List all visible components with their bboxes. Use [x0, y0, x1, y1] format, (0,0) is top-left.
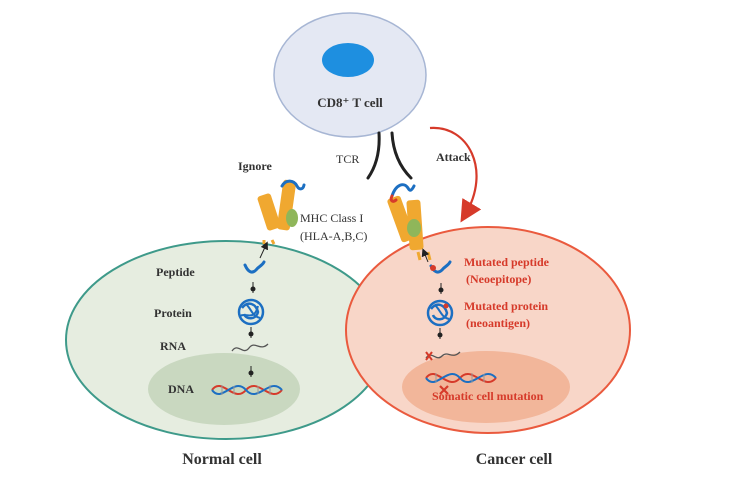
neoepitope-label: (Neoepitope): [466, 272, 531, 286]
normal-arrow-peptide-to-mhc: [259, 241, 268, 259]
somatic-mutation-label: Somatic cell mutation: [432, 389, 544, 403]
normal-peptide-icon: [243, 260, 266, 274]
mhc-label-line1: MHC Class I: [300, 211, 363, 225]
normal-dot-2: [248, 331, 254, 337]
cancer-cell-nucleus: [402, 351, 570, 423]
cancer-arrow-peptide-to-mhc: [421, 248, 430, 263]
attack-arrow: Attack: [429, 126, 482, 223]
tcr-right-arm: [390, 131, 413, 180]
mhc-label-line2: (HLA-A,B,C): [300, 229, 367, 243]
cancer-dot-1: [438, 287, 444, 293]
cancer-rna-mutation-mark: [425, 351, 433, 361]
normal-mhc-b2m: [286, 209, 298, 227]
normal-dot-1: [250, 286, 256, 292]
normal-cell: [65, 240, 387, 440]
mutated-protein-label: Mutated protein: [464, 299, 548, 313]
t-cell-nucleus: [322, 43, 374, 77]
mutated-peptide-label: Mutated peptide: [464, 255, 550, 269]
cancer-dna-mutation-mark: [439, 385, 449, 395]
cancer-cell-title: Cancer cell: [476, 451, 553, 468]
cancer-protein-icon: [426, 299, 454, 327]
normal-peptide-label: Peptide: [156, 265, 195, 279]
normal-protein-icon: [237, 298, 265, 326]
normal-protein-label: Protein: [154, 306, 192, 320]
normal-rna-icon: [231, 343, 269, 352]
cancer-peptide-mutation-dot: [430, 265, 436, 271]
tcr-left-arm: [366, 131, 381, 180]
cancer-mhc-mutant-tip: [389, 194, 398, 203]
normal-mhc-peptide: [280, 179, 306, 191]
attack-arrow-path: [429, 126, 482, 223]
normal-dna-helix-icon: [211, 384, 283, 396]
neoantigen-label: (neoantigen): [466, 316, 530, 330]
t-cell-label: CD8⁺ T cell: [317, 95, 383, 110]
normal-rna-label: RNA: [160, 339, 186, 353]
attack-label: Attack: [436, 150, 471, 164]
cancer-mhc-b2m: [407, 219, 421, 237]
cancer-cell: [345, 226, 631, 434]
normal-mhc-left-chain: [257, 193, 281, 231]
normal-dot-3: [248, 370, 254, 376]
cancer-dot-2: [437, 332, 443, 338]
tcr-label: TCR: [336, 152, 359, 166]
cancer-pathway: [421, 248, 497, 395]
cancer-mhc-mutant-peptide: [390, 183, 416, 198]
normal-mhc-complex: [257, 179, 306, 245]
t-cell: CD8⁺ T cell: [273, 12, 427, 138]
cancer-rna-icon: [425, 351, 461, 359]
normal-dna-label: DNA: [168, 382, 194, 396]
normal-pathway: [211, 241, 283, 396]
ignore-label: Ignore: [238, 159, 272, 173]
tcr: TCR: [336, 131, 413, 180]
normal-mhc-stem: [262, 239, 276, 245]
normal-cell-title: Normal cell: [182, 451, 262, 468]
normal-cell-nucleus: [148, 353, 300, 425]
cancer-dna-helix-icon: [425, 372, 497, 384]
